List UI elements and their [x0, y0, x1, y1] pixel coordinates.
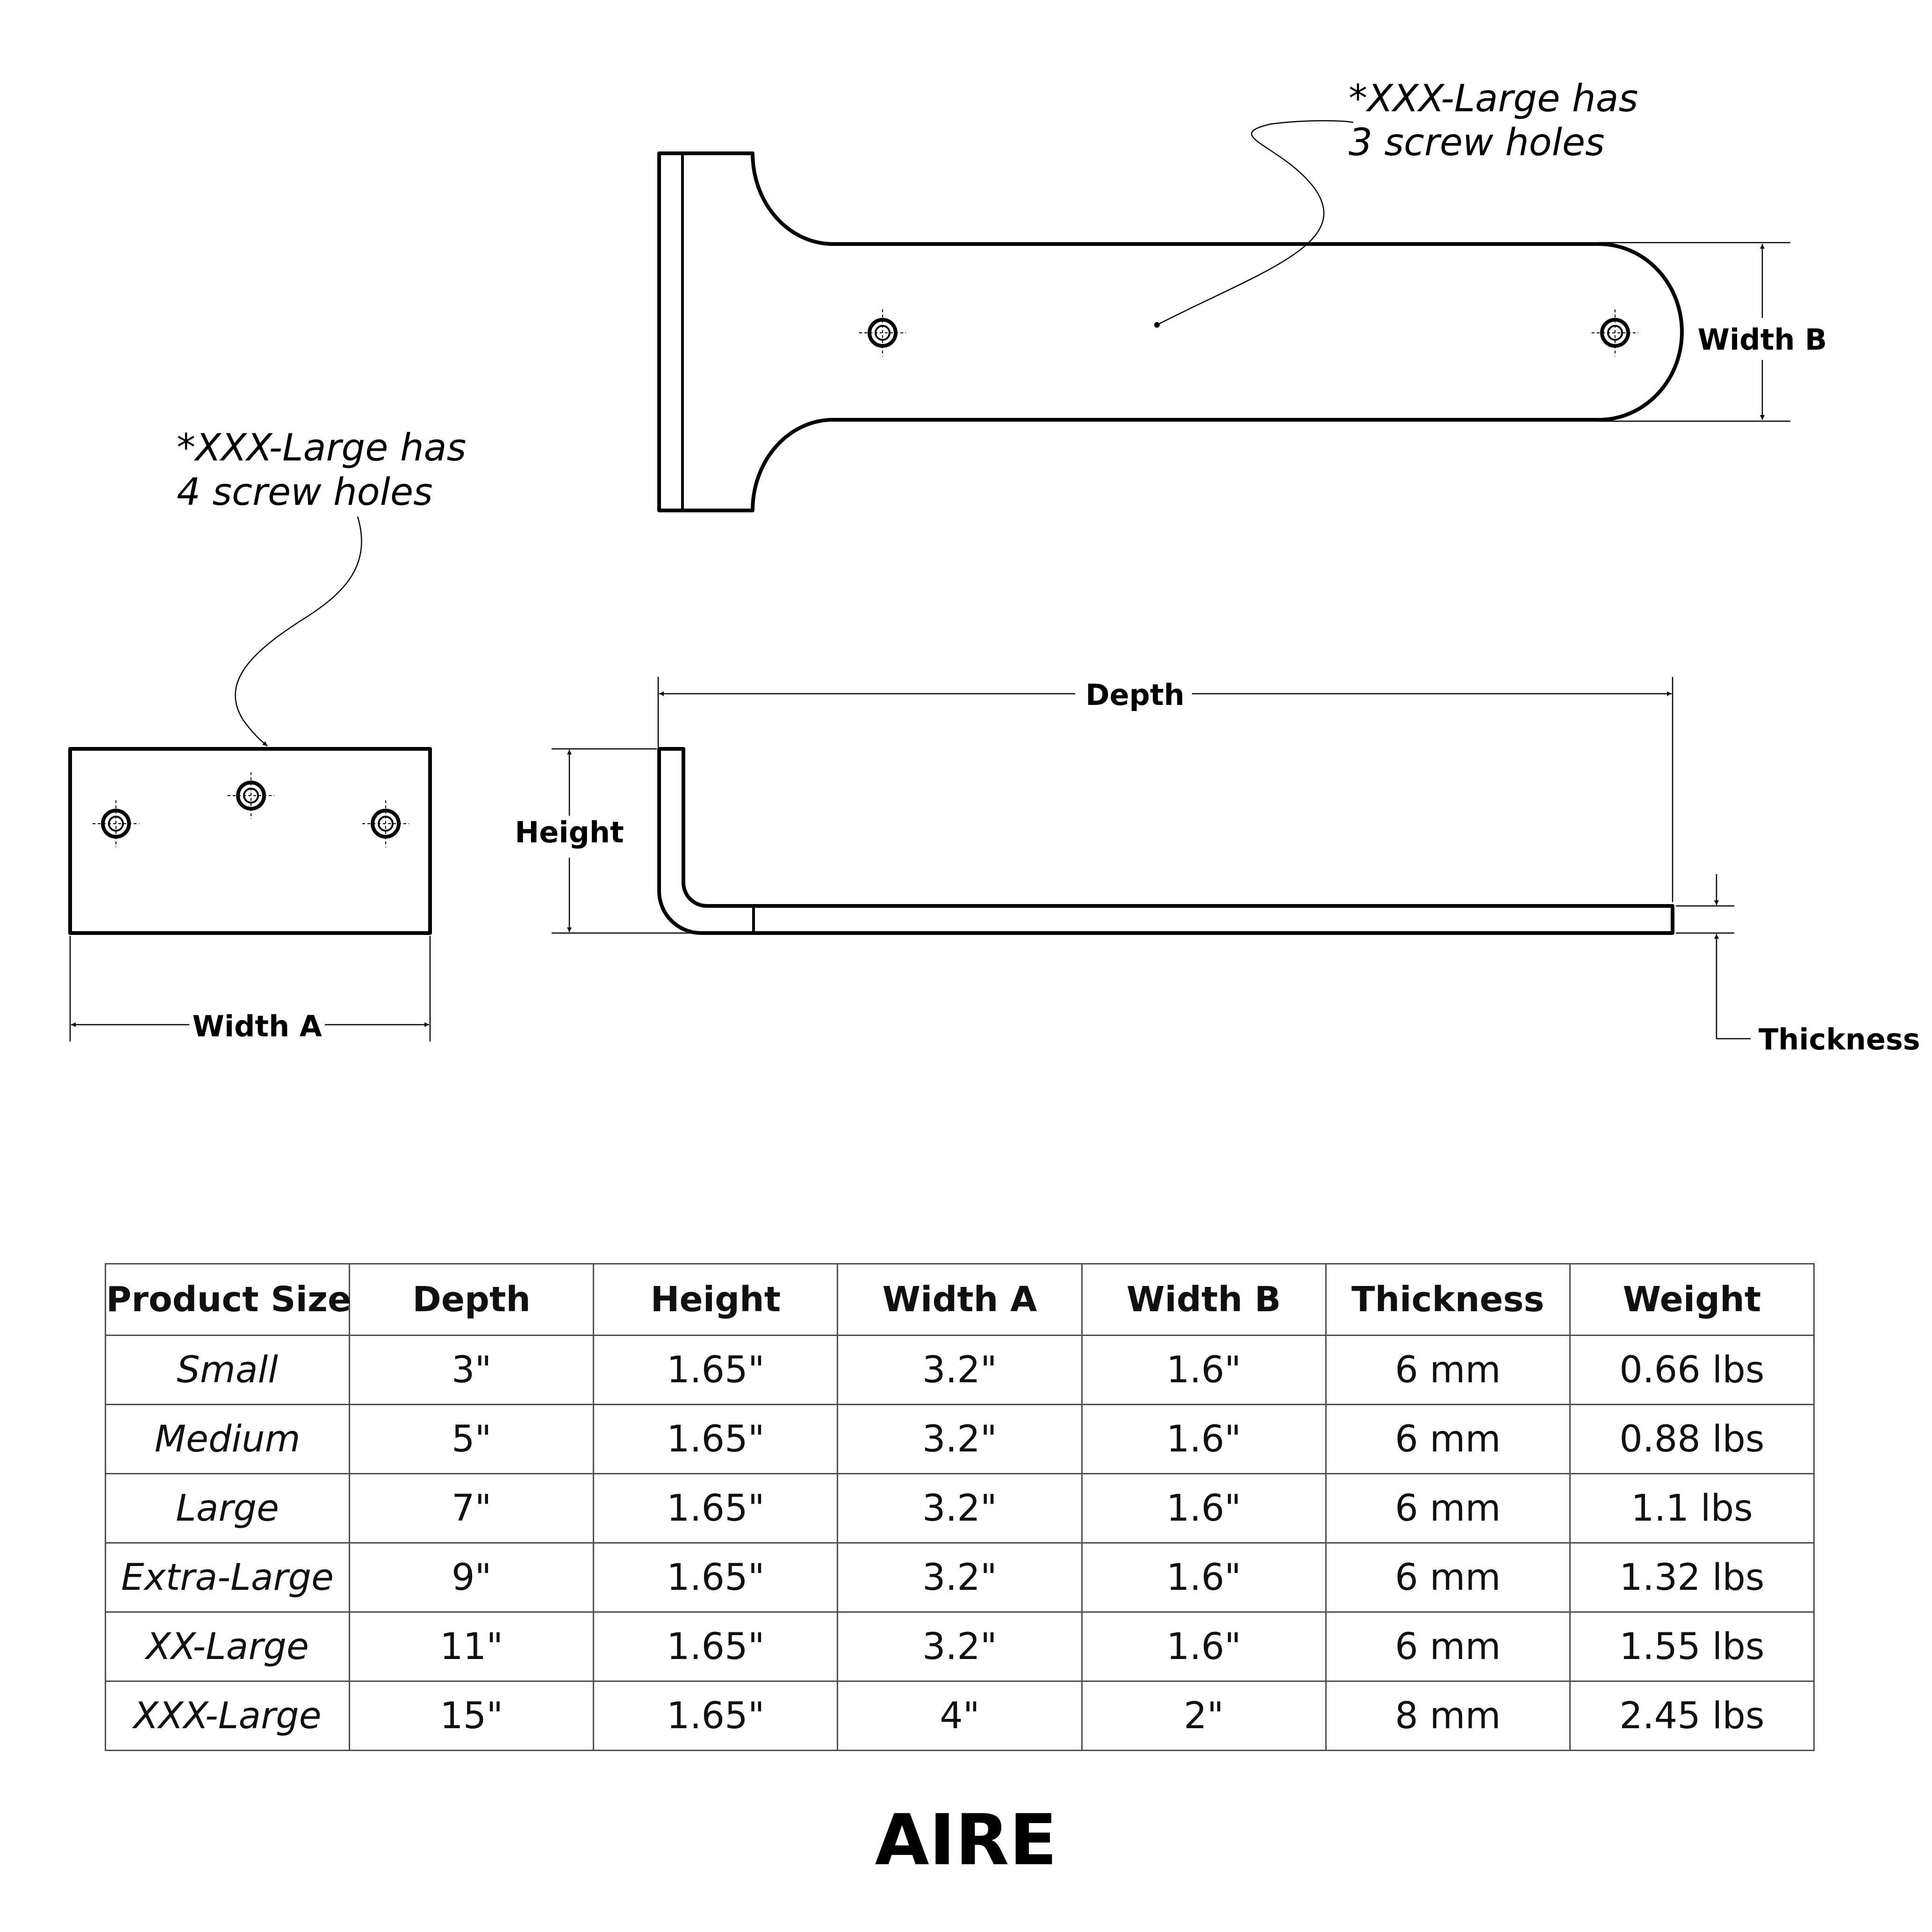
- screw-hole-icon: [228, 772, 274, 819]
- table-row: Small 3" 1.65" 3.2" 1.6" 6 mm 0.66 lbs: [104, 1335, 1815, 1405]
- width-b-label: Width B: [1698, 323, 1827, 357]
- cell-width-a: 3.2": [837, 1473, 1083, 1544]
- cell-thickness: 6 mm: [1325, 1542, 1571, 1613]
- cell-depth: 3": [349, 1335, 595, 1405]
- cell-size: Medium: [104, 1404, 351, 1474]
- cell-width-b: 1.6": [1081, 1404, 1327, 1474]
- left-note-line1: *XXX-Large has: [177, 426, 466, 469]
- cell-width-a: 3.2": [837, 1611, 1083, 1682]
- cell-weight: 2.45 lbs: [1569, 1681, 1815, 1751]
- size-spec-table: Product Size Depth Height Width A Width …: [104, 1263, 1815, 1751]
- cell-depth: 15": [349, 1681, 595, 1751]
- cell-weight: 1.1 lbs: [1569, 1473, 1815, 1544]
- table-header-row: Product Size Depth Height Width A Width …: [104, 1263, 1815, 1336]
- cell-height: 1.65": [593, 1404, 839, 1474]
- header-thickness: Thickness: [1325, 1263, 1571, 1336]
- cell-thickness: 6 mm: [1325, 1473, 1571, 1544]
- screw-hole-icon: [859, 309, 906, 356]
- cell-thickness: 6 mm: [1325, 1611, 1571, 1682]
- cell-thickness: 6 mm: [1325, 1404, 1571, 1474]
- top-note-line1: *XXX-Large has: [1349, 77, 1638, 120]
- left-note-line2: 4 screw holes: [177, 470, 433, 514]
- cell-height: 1.65": [593, 1335, 839, 1405]
- header-weight: Weight: [1569, 1263, 1815, 1336]
- top-note-leader: [1156, 120, 1354, 326]
- cell-height: 1.65": [593, 1681, 839, 1751]
- screw-hole-icon: [1592, 309, 1638, 356]
- top-view: Width B: [657, 120, 1827, 512]
- header-height: Height: [593, 1263, 839, 1336]
- header-width-a: Width A: [837, 1263, 1083, 1336]
- table-row: Medium 5" 1.65" 3.2" 1.6" 6 mm 0.88 lbs: [104, 1404, 1815, 1474]
- screw-hole-icon: [93, 800, 139, 847]
- cell-width-b: 1.6": [1081, 1335, 1327, 1405]
- cell-size: Extra-Large: [104, 1542, 351, 1613]
- height-label: Height: [515, 815, 624, 849]
- front-view: Width A: [68, 516, 432, 1047]
- cell-size: Small: [104, 1335, 351, 1405]
- depth-label: Depth: [1085, 678, 1185, 712]
- cell-thickness: 8 mm: [1325, 1681, 1571, 1751]
- table-row: Large 7" 1.65" 3.2" 1.6" 6 mm 1.1 lbs: [104, 1473, 1815, 1544]
- header-width-b: Width B: [1081, 1263, 1327, 1336]
- cell-weight: 1.55 lbs: [1569, 1611, 1815, 1682]
- cell-size: Large: [104, 1473, 351, 1544]
- cell-weight: 1.32 lbs: [1569, 1542, 1815, 1613]
- side-view: Depth Height Thickness: [514, 673, 1920, 1056]
- cell-height: 1.65": [593, 1611, 839, 1682]
- table-row: XX-Large 11" 1.65" 3.2" 1.6" 6 mm 1.55 l…: [104, 1611, 1815, 1682]
- cell-width-a: 3.2": [837, 1335, 1083, 1405]
- cell-width-b: 2": [1081, 1681, 1327, 1751]
- header-depth: Depth: [349, 1263, 595, 1336]
- cell-depth: 11": [349, 1611, 595, 1682]
- side-view-outline: [657, 747, 1674, 935]
- cell-height: 1.65": [593, 1473, 839, 1544]
- left-note-leader: [235, 516, 362, 747]
- width-a-label: Width A: [192, 1009, 322, 1043]
- cell-weight: 0.66 lbs: [1569, 1335, 1815, 1405]
- top-note-line2: 3 screw holes: [1349, 121, 1605, 164]
- cell-width-b: 1.6": [1081, 1473, 1327, 1544]
- technical-drawing: Width B *XXX-Large has 3 screw holes Dep…: [68, 77, 1920, 1056]
- cell-depth: 9": [349, 1542, 595, 1613]
- cell-width-a: 3.2": [837, 1542, 1083, 1613]
- brand-title: AIRE: [875, 1800, 1057, 1881]
- cell-height: 1.65": [593, 1542, 839, 1613]
- cell-depth: 5": [349, 1404, 595, 1474]
- screw-hole-icon: [362, 800, 409, 847]
- thickness-leader: [1716, 964, 1751, 1040]
- leader-dot-icon: [1154, 322, 1160, 328]
- front-view-outline: [68, 747, 432, 935]
- table-row: XXX-Large 15" 1.65" 4" 2" 8 mm 2.45 lbs: [104, 1681, 1815, 1751]
- cell-width-a: 3.2": [837, 1404, 1083, 1474]
- cell-width-a: 4": [837, 1681, 1083, 1751]
- cell-size: XXX-Large: [104, 1681, 351, 1751]
- top-view-outline: [657, 151, 1684, 512]
- cell-width-b: 1.6": [1081, 1611, 1327, 1682]
- header-product-size: Product Size: [104, 1263, 351, 1336]
- cell-width-b: 1.6": [1081, 1542, 1327, 1613]
- cell-size: XX-Large: [104, 1611, 351, 1682]
- cell-weight: 0.88 lbs: [1569, 1404, 1815, 1474]
- cell-thickness: 6 mm: [1325, 1335, 1571, 1405]
- table-row: Extra-Large 9" 1.65" 3.2" 1.6" 6 mm 1.32…: [104, 1542, 1815, 1613]
- cell-depth: 7": [349, 1473, 595, 1544]
- thickness-label: Thickness: [1759, 1022, 1920, 1056]
